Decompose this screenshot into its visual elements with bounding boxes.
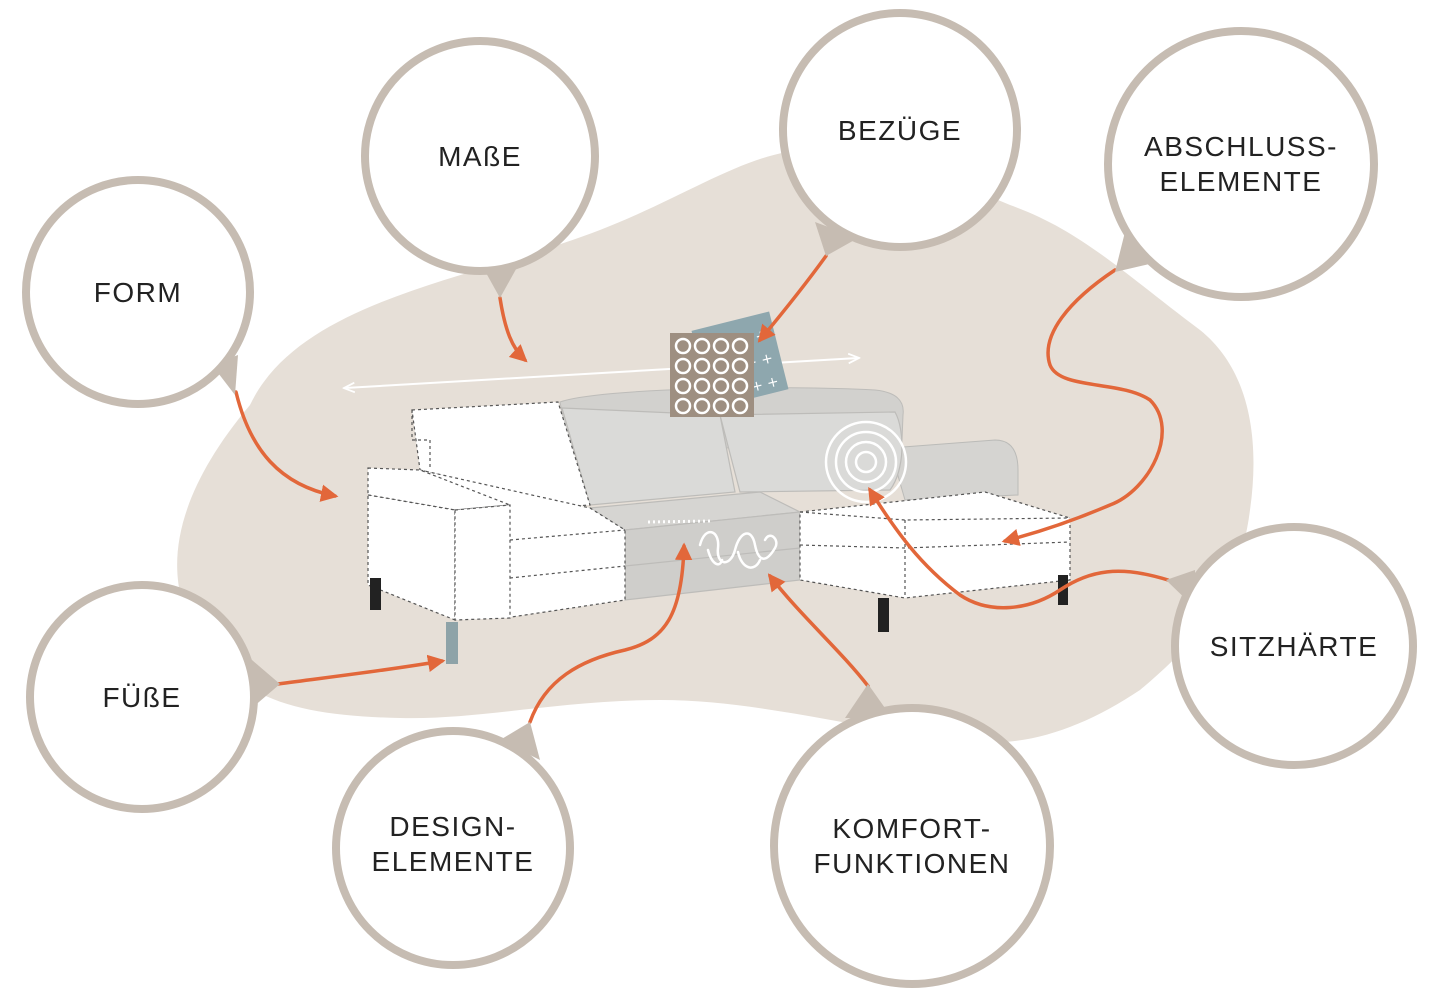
left-seat-dashed: [419, 469, 626, 619]
back-cushion-right: [719, 411, 903, 493]
bubble-design: [332, 722, 574, 969]
bubble-sitzhaerte-label[interactable]: SITZHÄRTE: [1189, 546, 1399, 746]
leg-left-front-blue: [446, 622, 458, 664]
bubble-masse-line1: MAßE: [438, 140, 522, 172]
arrow-bezuege: [757, 254, 828, 343]
bubble-fuesse: [26, 581, 280, 813]
bubble-masse-label[interactable]: MAßE: [378, 56, 582, 256]
bubble-komfort-line1: KOMFORT-: [832, 813, 992, 844]
leg-chaise-front: [878, 598, 889, 632]
arrow-komfort: [767, 573, 870, 688]
arrow-abschluss: [1001, 268, 1164, 546]
bubble-komfort-label[interactable]: KOMFORT- FUNKTIONEN: [787, 746, 1037, 946]
fabric-swatch-brown: [670, 333, 754, 417]
bubble-sitzhaerte: [1166, 523, 1417, 769]
arrow-form: [234, 390, 339, 502]
bubble-design-line1: DESIGN-: [389, 811, 517, 842]
bubble-rings: [22, 9, 1417, 988]
spiral-icon: [824, 420, 908, 504]
leg-left-back: [370, 578, 381, 610]
bubble-bezuege-line1: BEZÜGE: [837, 114, 963, 146]
chaise-seat-dashed: [799, 491, 1071, 599]
bubble-sitzhaerte-line1: SITZHÄRTE: [1209, 630, 1379, 662]
bubble-abschluss-line1: ABSCHLUSS-: [1144, 131, 1338, 162]
connector-arrows: [234, 254, 1170, 724]
bubble-abschluss-label[interactable]: ABSCHLUSS- ELEMENTE: [1121, 64, 1361, 264]
bubble-bezuege: [779, 9, 1021, 256]
bubble-form-line1: FORM: [93, 276, 183, 308]
arrow-fuesse: [276, 654, 446, 686]
bubble-fuesse-line1: FÜßE: [102, 681, 182, 713]
chaise-backrest: [889, 439, 1019, 501]
bubble-masse: [361, 37, 599, 298]
bubble-form-label[interactable]: FORM: [38, 192, 238, 392]
bubble-fuesse-label[interactable]: FÜßE: [42, 597, 242, 797]
bubble-design-line2: ELEMENTE: [371, 846, 535, 877]
bubble-abschluss: [1104, 27, 1378, 301]
bubble-komfort: [770, 684, 1054, 988]
arrow-design: [528, 542, 693, 724]
bubble-design-label[interactable]: DESIGN- ELEMENTE: [343, 744, 563, 944]
back-cushion-left: [561, 407, 736, 506]
bubble-form: [22, 176, 254, 408]
bubble-abschluss-line2: ELEMENTE: [1159, 166, 1323, 197]
bubble-komfort-line2: FUNKTIONEN: [813, 848, 1011, 879]
bubble-bezuege-label[interactable]: BEZÜGE: [798, 30, 1002, 230]
arrow-masse: [498, 296, 528, 363]
spring-squiggle-icon: [698, 531, 778, 569]
arrow-sitzhaerte: [868, 487, 1170, 610]
